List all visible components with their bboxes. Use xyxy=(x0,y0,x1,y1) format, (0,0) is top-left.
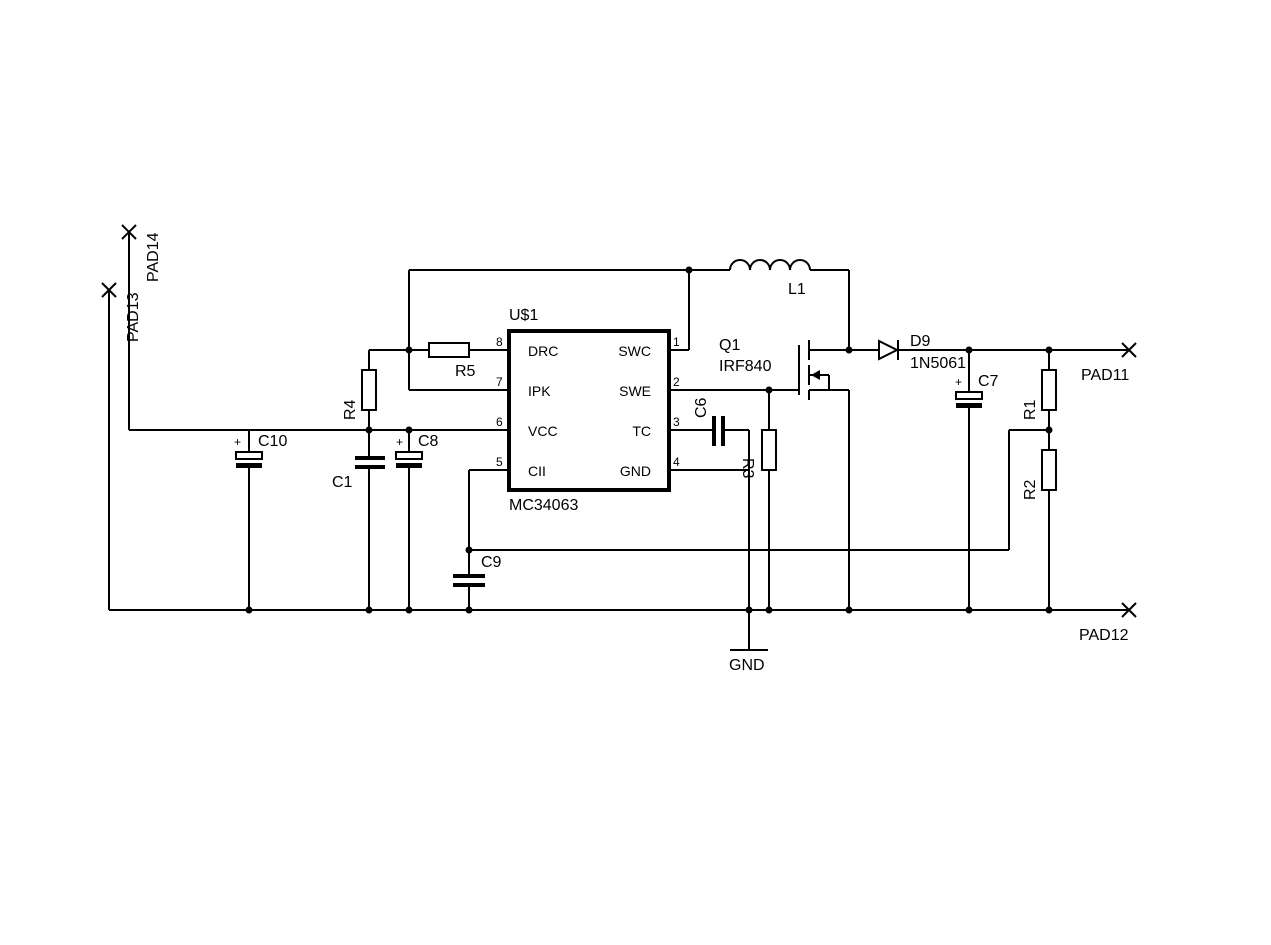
pad11: PAD11 xyxy=(1081,342,1137,384)
ic-ref-label: U$1 xyxy=(509,307,538,324)
pad14-label: PAD14 xyxy=(145,232,162,282)
c9-label: C9 xyxy=(481,554,502,571)
pin-num-5: 5 xyxy=(496,455,503,469)
capacitor-c7: + C7 xyxy=(955,373,999,408)
pin-name-swc: SWC xyxy=(618,343,651,359)
pad11-cross-icon xyxy=(1121,342,1137,358)
capacitor-c1: C1 xyxy=(332,456,385,491)
resistor-r1: R1 xyxy=(1022,369,1057,420)
pad13-cross-icon xyxy=(101,282,117,298)
pad11-label: PAD11 xyxy=(1081,367,1129,384)
pad14: PAD14 xyxy=(121,224,162,282)
pin-num-3: 3 xyxy=(673,415,680,429)
capacitor-c8: + C8 xyxy=(395,433,439,468)
d9-part-label: 1N5061 xyxy=(910,355,966,372)
q1-label: Q1 xyxy=(719,337,740,354)
pin-name-tc: TC xyxy=(632,423,651,439)
resistor-r5: R5 xyxy=(428,342,476,380)
c10-label: C10 xyxy=(258,433,287,450)
r5-label: R5 xyxy=(455,363,476,380)
q1-part-label: IRF840 xyxy=(719,358,772,375)
d9-label: D9 xyxy=(910,333,931,350)
r1-label: R1 xyxy=(1022,399,1039,420)
pad12-cross-icon xyxy=(1121,602,1137,618)
diode-d9: D9 1N5061 xyxy=(878,333,966,372)
c8-label: C8 xyxy=(418,433,439,450)
resistor-r2: R2 xyxy=(1022,449,1057,500)
ic-part-label: MC34063 xyxy=(509,497,578,514)
pad12-label: PAD12 xyxy=(1079,627,1129,644)
inductor-l1: L1 xyxy=(729,259,811,298)
wires xyxy=(108,232,1129,651)
junctions xyxy=(245,266,1053,614)
c10-polarity: + xyxy=(234,435,241,449)
pin-num-1: 1 xyxy=(673,335,680,349)
pin-num-6: 6 xyxy=(496,415,503,429)
pin-num-2: 2 xyxy=(673,375,680,389)
pin-num-4: 4 xyxy=(673,455,680,469)
pin-num-7: 7 xyxy=(496,375,503,389)
pin-name-cii: CII xyxy=(528,463,546,479)
pin-name-swe: SWE xyxy=(619,383,651,399)
capacitor-c6: C6 xyxy=(693,397,725,446)
l1-label: L1 xyxy=(788,281,806,298)
pad13: PAD13 xyxy=(101,282,142,342)
r3-label: R3 xyxy=(739,458,756,479)
c7-label: C7 xyxy=(978,373,999,390)
r2-label: R2 xyxy=(1022,479,1039,500)
c8-polarity: + xyxy=(396,435,403,449)
c6-label: C6 xyxy=(693,397,710,418)
capacitor-c9: C9 xyxy=(453,554,502,587)
resistor-r4: R4 xyxy=(342,369,377,420)
r4-label: R4 xyxy=(342,399,359,420)
c1-label: C1 xyxy=(332,474,353,491)
pad12: PAD12 xyxy=(1079,602,1137,644)
c7-polarity: + xyxy=(955,375,962,389)
pad13-label: PAD13 xyxy=(125,292,142,342)
gnd-label: GND xyxy=(729,657,765,674)
pin-name-gnd: GND xyxy=(620,463,651,479)
resistor-r3: R3 xyxy=(739,429,777,479)
pad14-cross-icon xyxy=(121,224,137,240)
capacitor-c10: + C10 xyxy=(234,433,287,468)
mosfet-q1: Q1 IRF840 xyxy=(719,337,830,400)
ic-mc34063: U$1 MC34063 DRC IPK VCC CII SWC SWE TC G… xyxy=(496,307,680,514)
pin-num-8: 8 xyxy=(496,335,503,349)
pin-name-drc: DRC xyxy=(528,343,558,359)
pin-name-ipk: IPK xyxy=(528,383,551,399)
pin-name-vcc: VCC xyxy=(528,423,558,439)
